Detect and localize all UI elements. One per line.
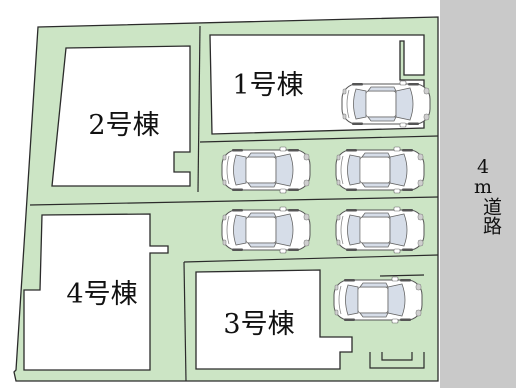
building-4-label: 4号棟 (66, 279, 137, 310)
building-3-marker (379, 274, 425, 277)
building-2-label: 2号棟 (88, 110, 159, 141)
building-2 (51, 45, 191, 187)
lot-divider-lot1-bottom (199, 135, 439, 143)
building-3-step (369, 352, 425, 369)
building-3-label: 3号棟 (223, 309, 294, 340)
parking-car-1 (341, 80, 431, 128)
parking-car-4 (221, 206, 311, 254)
lot-divider-vertical-bottom (183, 261, 187, 382)
parking-car-3 (335, 146, 425, 194)
parking-car-2 (221, 146, 311, 194)
building-1-label: 1号棟 (232, 70, 303, 101)
road-width-number: 4 (477, 156, 489, 178)
lot-divider-vertical-top (197, 25, 201, 193)
lot-divider-horizontal-middle (29, 196, 439, 206)
road-width-unit: m (474, 176, 492, 198)
building-3 (195, 269, 353, 370)
lot-divider-horizontal-bottom (183, 254, 439, 263)
parking-car-5 (335, 206, 425, 254)
road (440, 0, 516, 388)
building-4 (23, 213, 169, 371)
parking-car-6 (333, 276, 423, 324)
